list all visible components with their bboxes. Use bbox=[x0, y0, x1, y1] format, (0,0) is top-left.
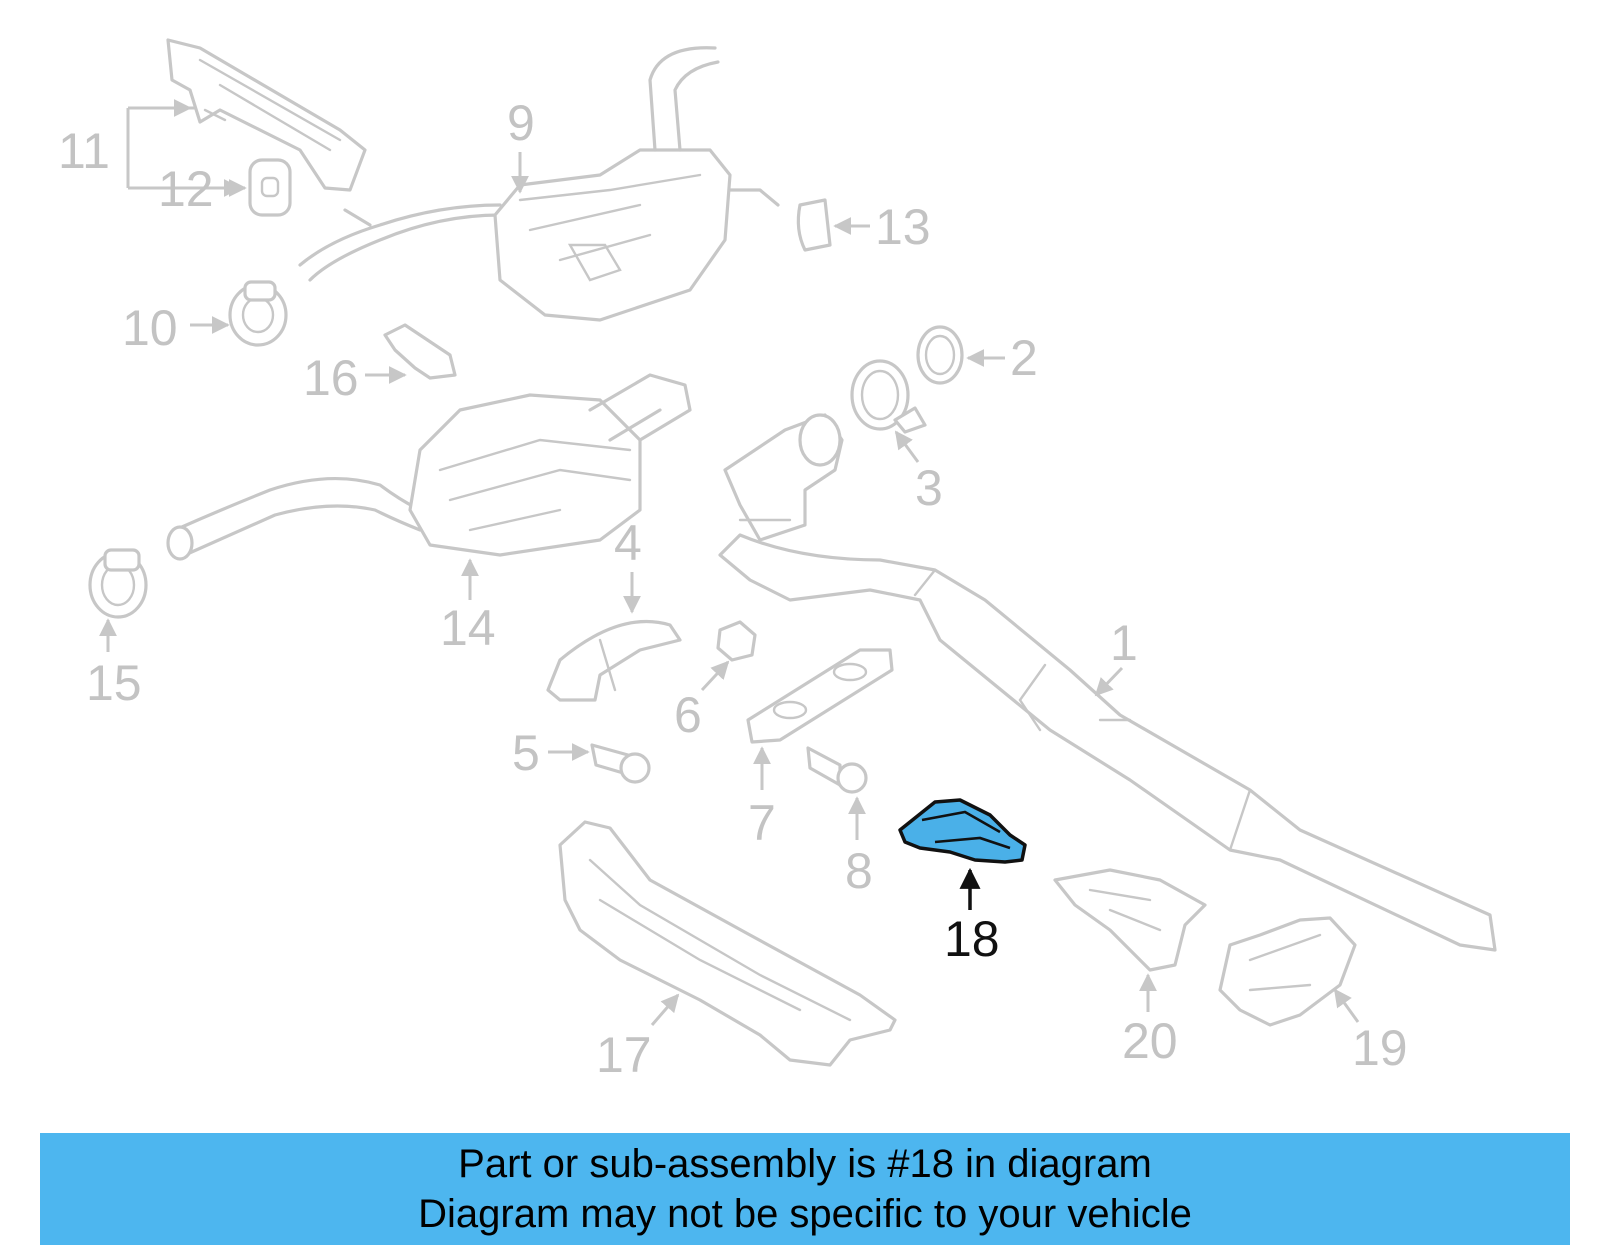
callout-7: 7 bbox=[748, 795, 776, 851]
callout-11: 11 bbox=[58, 123, 110, 179]
callout-8: 8 bbox=[845, 843, 873, 899]
part-18-highlighted-part bbox=[898, 798, 1027, 864]
part-8-bolt bbox=[806, 746, 868, 794]
callout-10: 10 bbox=[122, 300, 178, 356]
caption-banner: Part or sub-assembly is #18 in diagram D… bbox=[40, 1133, 1570, 1245]
part-1-front-pipe-catalyst bbox=[718, 413, 1497, 952]
part-4-heat-shield bbox=[546, 619, 682, 702]
part-12-rubber-mount bbox=[248, 158, 292, 217]
callout-4: 4 bbox=[614, 515, 642, 571]
exhaust-parts-diagram: 1 2 3 4 5 6 7 8 9 10 11 12 13 14 15 16 1… bbox=[58, 38, 1497, 1083]
callout-14: 14 bbox=[440, 600, 496, 656]
callout-17: 17 bbox=[596, 1027, 652, 1083]
caption-line-2: Diagram may not be specific to your vehi… bbox=[418, 1192, 1192, 1236]
callout-5: 5 bbox=[512, 725, 540, 781]
callout-19: 19 bbox=[1352, 1020, 1408, 1076]
callout-3: 3 bbox=[915, 460, 943, 516]
part-17-long-heat-shield bbox=[558, 820, 897, 1067]
part-19-bracket bbox=[1218, 916, 1357, 1027]
part-10-clamp bbox=[228, 280, 288, 347]
part-3-band-clamp bbox=[850, 359, 927, 434]
callout-9: 9 bbox=[507, 95, 535, 151]
part-9-rear-muffler bbox=[298, 46, 780, 322]
caption-line-1: Part or sub-assembly is #18 in diagram bbox=[458, 1142, 1152, 1186]
part-11-hanger-bracket bbox=[166, 38, 367, 192]
callout-12: 12 bbox=[158, 161, 214, 217]
callout-2: 2 bbox=[1010, 330, 1038, 386]
part-20-bracket bbox=[1053, 868, 1207, 972]
callout-13: 13 bbox=[875, 199, 931, 255]
callout-6: 6 bbox=[674, 687, 702, 743]
callout-18: 18 bbox=[944, 911, 1000, 967]
part-2-gasket bbox=[916, 325, 964, 385]
part-16-bracket bbox=[383, 323, 457, 380]
part-5-bolt bbox=[590, 743, 651, 784]
part-7-hanger-strap bbox=[746, 648, 894, 744]
part-13-plug bbox=[796, 198, 832, 252]
part-6-nut bbox=[716, 620, 757, 662]
callout-labels: 1 2 3 4 5 6 7 8 9 10 11 12 13 14 15 16 1… bbox=[58, 95, 1408, 1083]
part-15-clamp bbox=[88, 548, 148, 619]
leader-lines bbox=[99, 99, 1360, 1026]
callout-20: 20 bbox=[1122, 1013, 1178, 1069]
callout-16: 16 bbox=[303, 350, 359, 406]
callout-1: 1 bbox=[1110, 615, 1138, 671]
callout-15: 15 bbox=[86, 655, 142, 711]
part-14-center-muffler bbox=[166, 373, 692, 561]
